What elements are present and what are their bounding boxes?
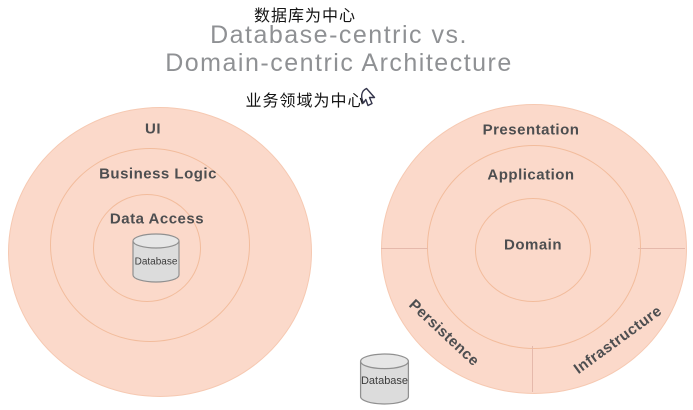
ring-label-data-access: Data Access xyxy=(109,210,205,228)
left-middle-circle-business-logic xyxy=(50,148,250,342)
sector-divider-bottom xyxy=(532,346,533,392)
ring-label-application: Application xyxy=(487,166,575,184)
ring-label-ui: UI xyxy=(145,120,161,138)
ring-label-domain: Domain xyxy=(503,236,563,254)
title-line-2: Domain-centric Architecture xyxy=(165,49,513,77)
database-label: Database xyxy=(134,256,178,268)
database-icon xyxy=(132,233,180,283)
database-icon xyxy=(359,353,410,405)
database-cylinder-external: Database xyxy=(357,353,412,405)
label-database-centric-zh: 数据库为中心 xyxy=(253,8,357,25)
database-cylinder-inner: Database xyxy=(132,233,180,283)
ring-label-business-logic: Business Logic xyxy=(99,165,217,183)
database-label: Database xyxy=(360,375,409,387)
right-inner-circle-domain xyxy=(475,198,591,302)
label-domain-centric-zh: 业务领域为中心 xyxy=(245,93,365,110)
mouse-cursor-icon xyxy=(360,87,376,107)
page-title: Database-centric vs. Domain-centric Arch… xyxy=(165,21,513,77)
left-inner-circle-data-access xyxy=(93,194,201,302)
ring-label-presentation: Presentation xyxy=(482,121,580,139)
title-line-1: Database-centric vs. xyxy=(210,21,468,49)
sector-divider-left xyxy=(381,248,428,249)
sector-divider-right xyxy=(638,248,685,249)
right-middle-circle-application xyxy=(427,145,641,349)
